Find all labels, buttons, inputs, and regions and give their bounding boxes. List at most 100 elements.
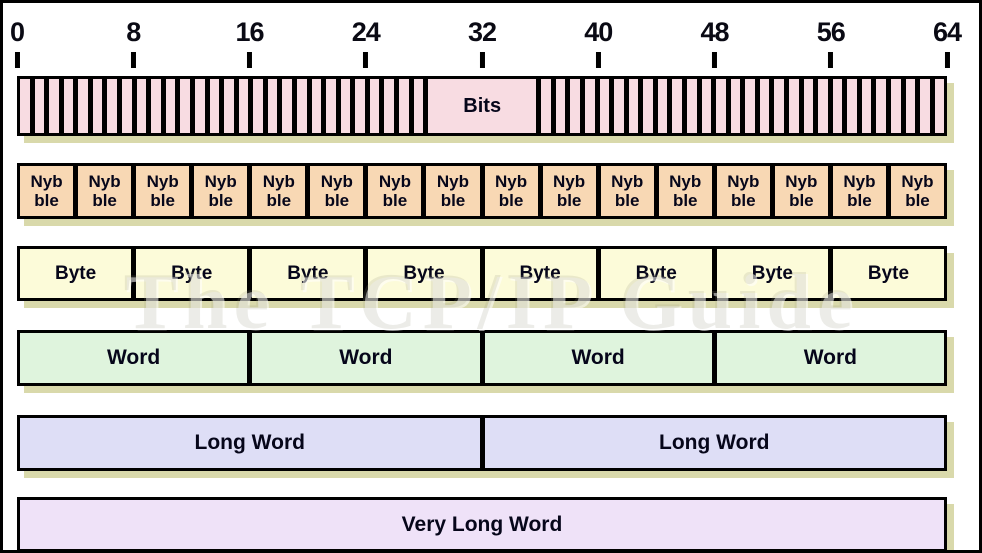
cell-label-line1: Nyb xyxy=(262,172,295,191)
cell-label-line1: Nyb xyxy=(146,172,179,191)
bit-cell xyxy=(803,79,814,133)
bit-cell xyxy=(369,79,380,133)
cell-label-line1: Nyb xyxy=(30,172,63,191)
bit-cell xyxy=(224,79,234,133)
cell-label-line2: ble xyxy=(556,191,582,210)
bytes-cell: Byte xyxy=(20,249,132,298)
bit-cell xyxy=(253,79,263,133)
bit-cell xyxy=(905,79,916,133)
ruler-tick-mark xyxy=(711,52,717,68)
bit-cell xyxy=(267,79,278,133)
bytes-cell: Byte xyxy=(136,249,248,298)
cell-label-line2: ble xyxy=(672,191,698,210)
cell-label-line1: Nyb xyxy=(378,172,411,191)
long-words-cell: Long Word xyxy=(20,418,480,468)
bit-cell xyxy=(122,79,132,133)
bit-cell xyxy=(891,79,901,133)
cell-label-line2: ble xyxy=(266,191,292,210)
bit-cell xyxy=(730,79,741,133)
ruler-tick-label: 48 xyxy=(700,17,729,47)
bit-cell xyxy=(413,79,424,133)
bit-cell xyxy=(818,79,828,133)
ruler-tick-mark xyxy=(14,52,20,68)
words-cell: Word xyxy=(252,333,480,383)
ruler-tick-24: 24 xyxy=(352,17,381,68)
ruler-tick-label: 32 xyxy=(467,17,497,47)
bytes-cell: Byte xyxy=(484,249,596,298)
ruler-tick-label: 40 xyxy=(584,17,613,47)
bit-cell xyxy=(584,79,595,133)
bit-cell xyxy=(311,79,322,133)
bit-cell xyxy=(672,79,682,133)
bit-cell xyxy=(861,79,872,133)
ruler-tick-mark xyxy=(595,52,601,68)
bit-cell xyxy=(657,79,668,133)
bit-cell xyxy=(20,79,30,133)
bit-cell xyxy=(34,79,45,133)
words-cell: Word xyxy=(20,333,248,383)
ruler-tick-40: 40 xyxy=(584,17,613,68)
cell-label-line2: ble xyxy=(614,191,640,210)
cell-label-line1: Nyb xyxy=(553,172,586,191)
bit-cell xyxy=(570,79,580,133)
ruler-tick-mark xyxy=(246,52,252,68)
ruler-tick-label: 16 xyxy=(235,17,264,47)
bit-cell xyxy=(614,79,624,133)
cell-label-line2: ble xyxy=(440,191,466,210)
bit-cell xyxy=(194,79,205,133)
bit-cell xyxy=(643,79,653,133)
bit-cell xyxy=(238,79,249,133)
ruler-tick-label: 64 xyxy=(932,17,962,47)
ruler-tick-0: 0 xyxy=(9,17,25,68)
bit-cell xyxy=(49,79,59,133)
bit-cell xyxy=(209,79,220,133)
long-words-cell: Long Word xyxy=(484,418,944,468)
bytes-cell: Byte xyxy=(368,249,480,298)
cell-label-line1: Nyb xyxy=(785,172,818,191)
cell-label-line1: Nyb xyxy=(436,172,470,191)
ruler-tick-label: 56 xyxy=(816,17,846,47)
bit-cell xyxy=(934,79,945,133)
cell-label-line1: Nyb xyxy=(727,172,760,191)
bit-cell xyxy=(340,79,351,133)
cell-label-line2: ble xyxy=(34,191,59,210)
bit-cell xyxy=(847,79,857,133)
cell-label-line1: Nyb xyxy=(611,172,644,191)
bit-cell xyxy=(759,79,770,133)
bit-cell xyxy=(355,79,365,133)
words-cell: Word xyxy=(716,333,944,383)
bit-cell xyxy=(399,79,409,133)
bit-cell xyxy=(555,79,566,133)
ruler-tick-label: 0 xyxy=(9,17,25,47)
bit-cell xyxy=(920,79,930,133)
ruler-tick-56: 56 xyxy=(816,17,846,68)
cell-label-line2: ble xyxy=(789,191,814,210)
bit-cell xyxy=(628,79,639,133)
bits-label-cell: Bits xyxy=(428,79,537,133)
bit-cell xyxy=(716,79,726,133)
cell-label-line2: ble xyxy=(731,191,756,210)
bit-cell xyxy=(63,79,74,133)
ruler-tick-label: 8 xyxy=(126,17,141,47)
cell-label-line2: ble xyxy=(498,191,524,210)
cell-label-line1: Nyb xyxy=(88,172,121,191)
cell-label-line2: ble xyxy=(905,191,930,210)
bit-cell xyxy=(745,79,755,133)
ruler-tick-mark xyxy=(828,52,834,68)
bit-cell xyxy=(789,79,799,133)
ruler-tick-32: 32 xyxy=(467,17,497,68)
bytes-cell: Byte xyxy=(716,249,828,298)
